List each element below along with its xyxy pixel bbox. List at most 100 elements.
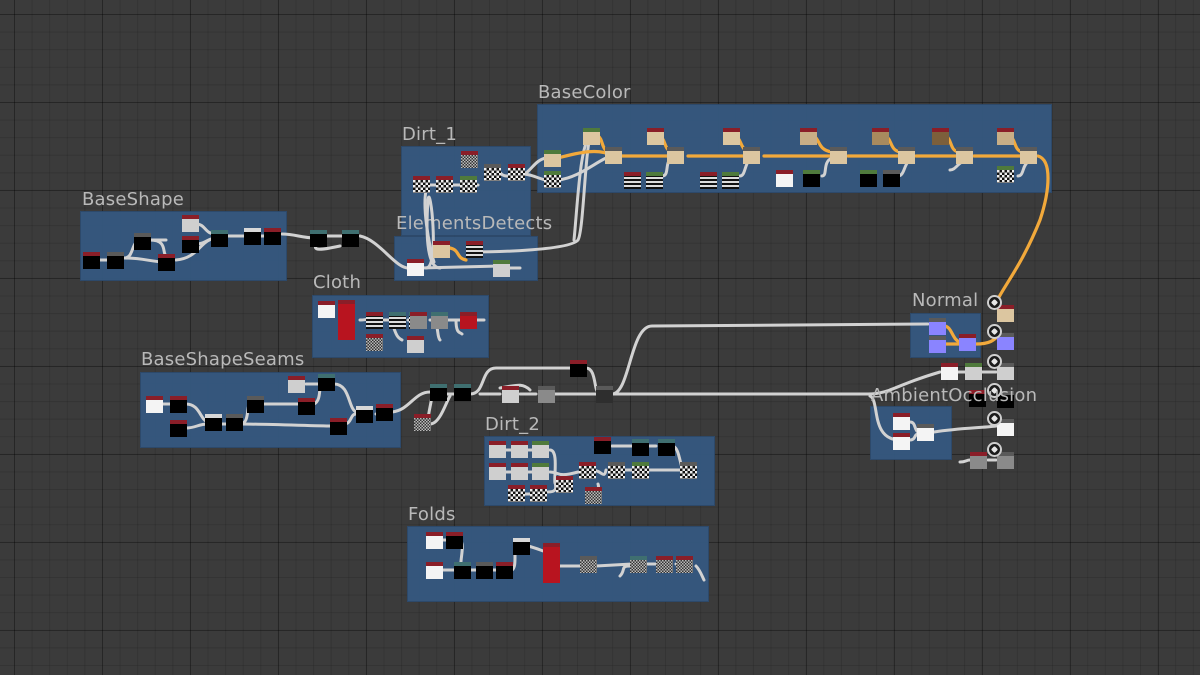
node[interactable] [413,176,430,193]
node[interactable] [460,312,477,329]
node[interactable] [410,312,427,329]
node[interactable] [298,398,315,415]
node[interactable] [585,487,602,504]
node[interactable] [430,384,447,401]
node[interactable] [366,334,383,351]
node[interactable] [530,485,547,502]
node[interactable] [898,147,915,164]
output-node-roughness[interactable] [997,363,1014,380]
node[interactable] [407,336,424,353]
node[interactable] [170,420,187,437]
node[interactable] [146,396,163,413]
frame-ambientocclusion[interactable] [870,406,952,460]
node[interactable] [466,241,483,258]
node[interactable] [107,252,124,269]
output-node-normal[interactable] [997,333,1014,350]
node[interactable] [583,128,600,145]
node[interactable] [460,176,477,193]
node[interactable] [970,452,987,469]
node[interactable] [941,363,958,380]
node[interactable] [632,462,649,479]
node[interactable] [969,390,986,407]
node[interactable] [532,441,549,458]
node[interactable] [433,241,450,258]
node[interactable] [389,312,406,329]
node[interactable] [454,562,471,579]
output-icon[interactable] [987,411,1002,426]
output-node-ambientocclusion[interactable] [997,419,1014,436]
node[interactable] [226,414,243,431]
node[interactable] [182,215,199,232]
node[interactable] [929,336,946,353]
node[interactable] [646,172,663,189]
node[interactable] [830,147,847,164]
output-icon[interactable] [987,442,1002,457]
node[interactable] [493,260,510,277]
node[interactable] [436,176,453,193]
node[interactable] [932,128,949,145]
node[interactable] [426,532,443,549]
node[interactable] [182,236,199,253]
node[interactable] [872,128,889,145]
node[interactable] [883,170,900,187]
node[interactable] [624,172,641,189]
node[interactable] [356,406,373,423]
output-icon[interactable] [987,324,1002,339]
node[interactable] [1020,147,1037,164]
node[interactable] [680,462,697,479]
node[interactable] [776,170,793,187]
node[interactable] [511,463,528,480]
node[interactable] [476,562,493,579]
node[interactable] [407,259,424,276]
node[interactable] [83,252,100,269]
node[interactable] [965,363,982,380]
node[interactable] [508,164,525,181]
node[interactable] [454,384,471,401]
node[interactable] [743,147,760,164]
node[interactable] [723,128,740,145]
output-icon[interactable] [987,295,1002,310]
node[interactable] [658,439,675,456]
node[interactable] [264,228,281,245]
node[interactable] [489,463,506,480]
node[interactable] [330,418,347,435]
node[interactable] [667,147,684,164]
node[interactable] [917,424,934,441]
node[interactable] [446,532,463,549]
node[interactable] [288,376,305,393]
node[interactable] [632,439,649,456]
node[interactable] [997,166,1014,183]
node[interactable] [461,151,478,168]
node[interactable] [211,230,228,247]
node[interactable] [205,414,222,431]
node[interactable] [608,462,625,479]
node[interactable] [414,414,431,431]
node[interactable] [997,128,1014,145]
node[interactable] [134,233,151,250]
output-node-metallic[interactable] [997,391,1014,408]
node[interactable] [570,360,587,377]
node[interactable] [511,441,528,458]
node[interactable] [489,441,506,458]
node[interactable] [158,254,175,271]
node[interactable] [579,462,596,479]
output-icon[interactable] [987,383,1002,398]
node[interactable] [543,543,560,583]
node[interactable] [318,301,335,318]
node[interactable] [247,396,264,413]
node[interactable] [630,556,647,573]
node[interactable] [244,228,261,245]
node[interactable] [893,413,910,430]
node[interactable] [800,128,817,145]
node[interactable] [956,147,973,164]
node[interactable] [544,150,561,167]
node[interactable] [484,164,501,181]
node[interactable] [700,172,717,189]
node[interactable] [170,396,187,413]
node[interactable] [656,556,673,573]
node[interactable] [431,312,448,329]
node[interactable] [342,230,359,247]
node[interactable] [803,170,820,187]
node[interactable] [596,386,613,403]
node[interactable] [513,538,530,555]
